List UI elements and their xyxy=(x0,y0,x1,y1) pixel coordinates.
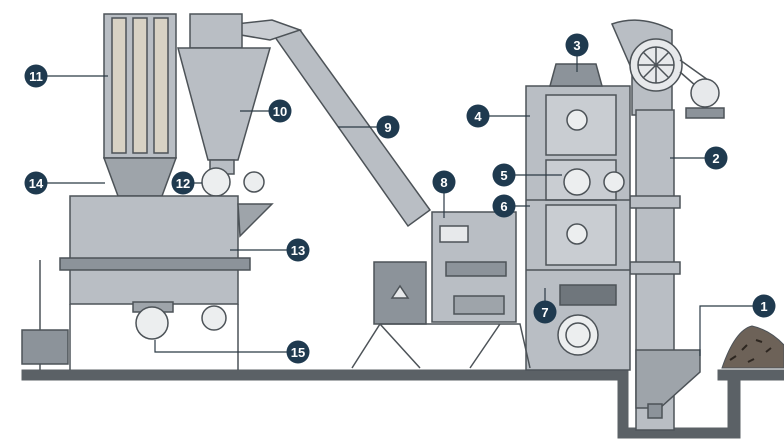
mixing-tank xyxy=(21,195,274,370)
callout-3: 3 xyxy=(565,33,589,57)
cyclone xyxy=(177,13,271,197)
callout-9: 9 xyxy=(376,115,400,139)
bucket-elevator xyxy=(610,19,725,431)
transfer-duct xyxy=(199,19,432,228)
callout-10: 10 xyxy=(268,99,292,123)
svg-text:4: 4 xyxy=(474,109,482,124)
svg-text:13: 13 xyxy=(291,243,305,258)
svg-text:2: 2 xyxy=(712,151,719,166)
bag-filter xyxy=(102,13,178,197)
callout-1: 1 xyxy=(752,294,776,318)
svg-text:7: 7 xyxy=(541,305,548,320)
callout-2: 2 xyxy=(704,146,728,170)
callout-5: 5 xyxy=(492,163,516,187)
callout-15: 15 xyxy=(286,340,310,364)
dryer-tower xyxy=(525,63,631,371)
svg-text:15: 15 xyxy=(291,345,305,360)
svg-text:3: 3 xyxy=(573,38,580,53)
callout-11: 11 xyxy=(24,64,48,88)
svg-text:9: 9 xyxy=(384,120,391,135)
callout-13: 13 xyxy=(286,238,310,262)
callout-12: 12 xyxy=(171,171,195,195)
svg-text:12: 12 xyxy=(176,176,190,191)
svg-text:11: 11 xyxy=(29,69,43,84)
svg-text:1: 1 xyxy=(760,299,767,314)
callout-6: 6 xyxy=(492,194,516,218)
callout-7: 7 xyxy=(533,300,557,324)
callout-badges: 1 2 3 4 5 6 7 8 9 10 11 12 13 14 15 xyxy=(24,33,776,364)
svg-text:10: 10 xyxy=(273,104,287,119)
callout-4: 4 xyxy=(466,104,490,128)
svg-text:6: 6 xyxy=(500,199,507,214)
ground xyxy=(21,369,784,439)
svg-text:5: 5 xyxy=(500,168,507,183)
svg-text:14: 14 xyxy=(29,176,44,191)
material-heap xyxy=(721,325,784,369)
callout-8: 8 xyxy=(432,170,456,194)
callout-14: 14 xyxy=(24,171,48,195)
svg-text:8: 8 xyxy=(440,175,447,190)
crusher-unit xyxy=(351,211,531,369)
